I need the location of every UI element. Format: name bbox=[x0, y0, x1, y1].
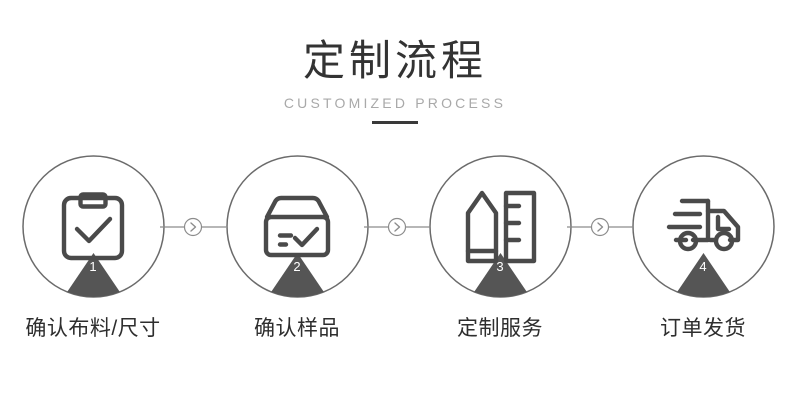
page-title: 定制流程 bbox=[302, 37, 487, 84]
chevron-right-circle-icon bbox=[364, 217, 430, 237]
title-divider bbox=[372, 121, 418, 124]
delivery-truck-icon bbox=[632, 155, 775, 298]
step-label-1: 确认布料/尺寸 bbox=[25, 317, 161, 340]
chevron-right-circle-icon bbox=[567, 217, 633, 237]
step-item-1: 1 确认布料/尺寸 bbox=[20, 155, 166, 343]
connector-2 bbox=[364, 211, 430, 243]
step-item-4: 4 订单发货 bbox=[630, 155, 776, 343]
pencil-ruler-icon bbox=[429, 155, 572, 298]
page-subtitle: CUSTOMIZED PROCESS bbox=[283, 95, 507, 111]
step-circle-4: 4 bbox=[631, 155, 775, 298]
step-item-2: 2 确认样品 bbox=[224, 155, 370, 343]
clipboard-check-icon bbox=[22, 155, 165, 298]
box-check-icon bbox=[226, 155, 369, 298]
step-label-4: 订单发货 bbox=[660, 317, 746, 340]
chevron-right-circle-icon bbox=[160, 217, 226, 237]
step-circle-1: 1 bbox=[21, 155, 165, 298]
step-item-3: 3 定制服务 bbox=[427, 155, 573, 343]
step-label-2: 确认样品 bbox=[254, 317, 340, 340]
step-circle-2: 2 bbox=[225, 155, 369, 298]
header: 定制流程 CUSTOMIZED PROCESS bbox=[0, 36, 790, 124]
connector-3 bbox=[567, 211, 633, 243]
steps-row: 1 确认布料/尺寸 bbox=[0, 155, 790, 385]
connector-1 bbox=[160, 211, 226, 243]
step-label-3: 定制服务 bbox=[457, 317, 543, 340]
step-circle-3: 3 bbox=[428, 155, 572, 298]
